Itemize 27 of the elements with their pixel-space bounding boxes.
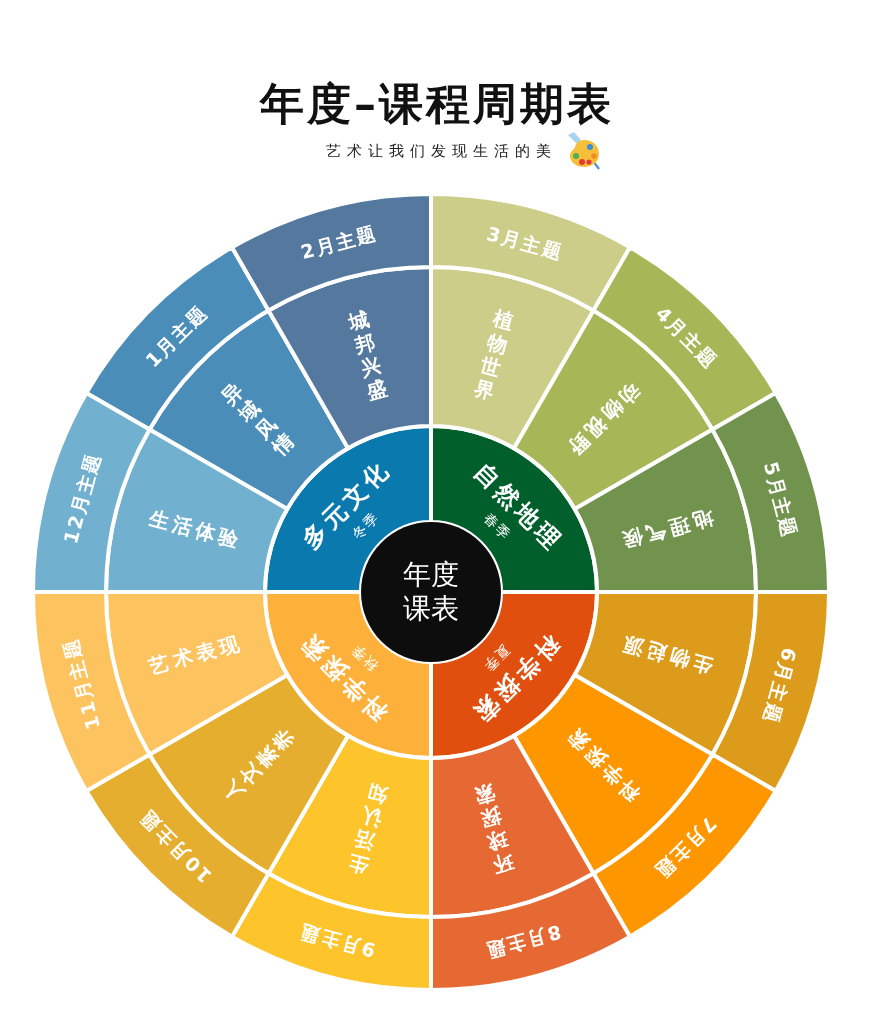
month-label: 11月主题 [58,636,106,735]
month-label: 2月主题 [296,221,380,265]
topic-label: 人文素养 [216,724,299,807]
topic-label: 植物世界 [472,306,517,405]
month-label: 7月主题 [649,811,723,884]
month-label: 12月主题 [58,449,106,548]
topic-label: 地理气候 [616,504,717,554]
month-label: 10月主题 [133,805,217,890]
center-label: 年度课表 [402,558,460,626]
topic-label: 科学探索 [560,721,647,809]
month-label: 6月主题 [758,644,802,728]
subtitle: 艺术让我们发现生活的美 [326,142,557,160]
month-label: 9月主题 [295,919,379,963]
month-label: 5月主题 [758,457,802,541]
topic-label: 异域风情 [216,377,299,460]
topic-label: 城邦兴盛 [345,306,390,405]
month-label: 1月主题 [139,300,213,374]
month-label: 8月主题 [482,919,566,963]
month-label: 4月主题 [650,300,723,374]
topic-label: 生活体验 [145,504,246,554]
topic-label: 艺术表现 [145,630,246,680]
title: 年度–课程周期表 [260,82,614,126]
topic-label: 动物视野 [560,376,647,463]
topic-label: 生活认知 [345,779,390,878]
topic-label: 生物起源 [616,630,717,680]
month-label: 3月主题 [483,221,567,265]
topic-label: 环球探索 [472,779,517,878]
